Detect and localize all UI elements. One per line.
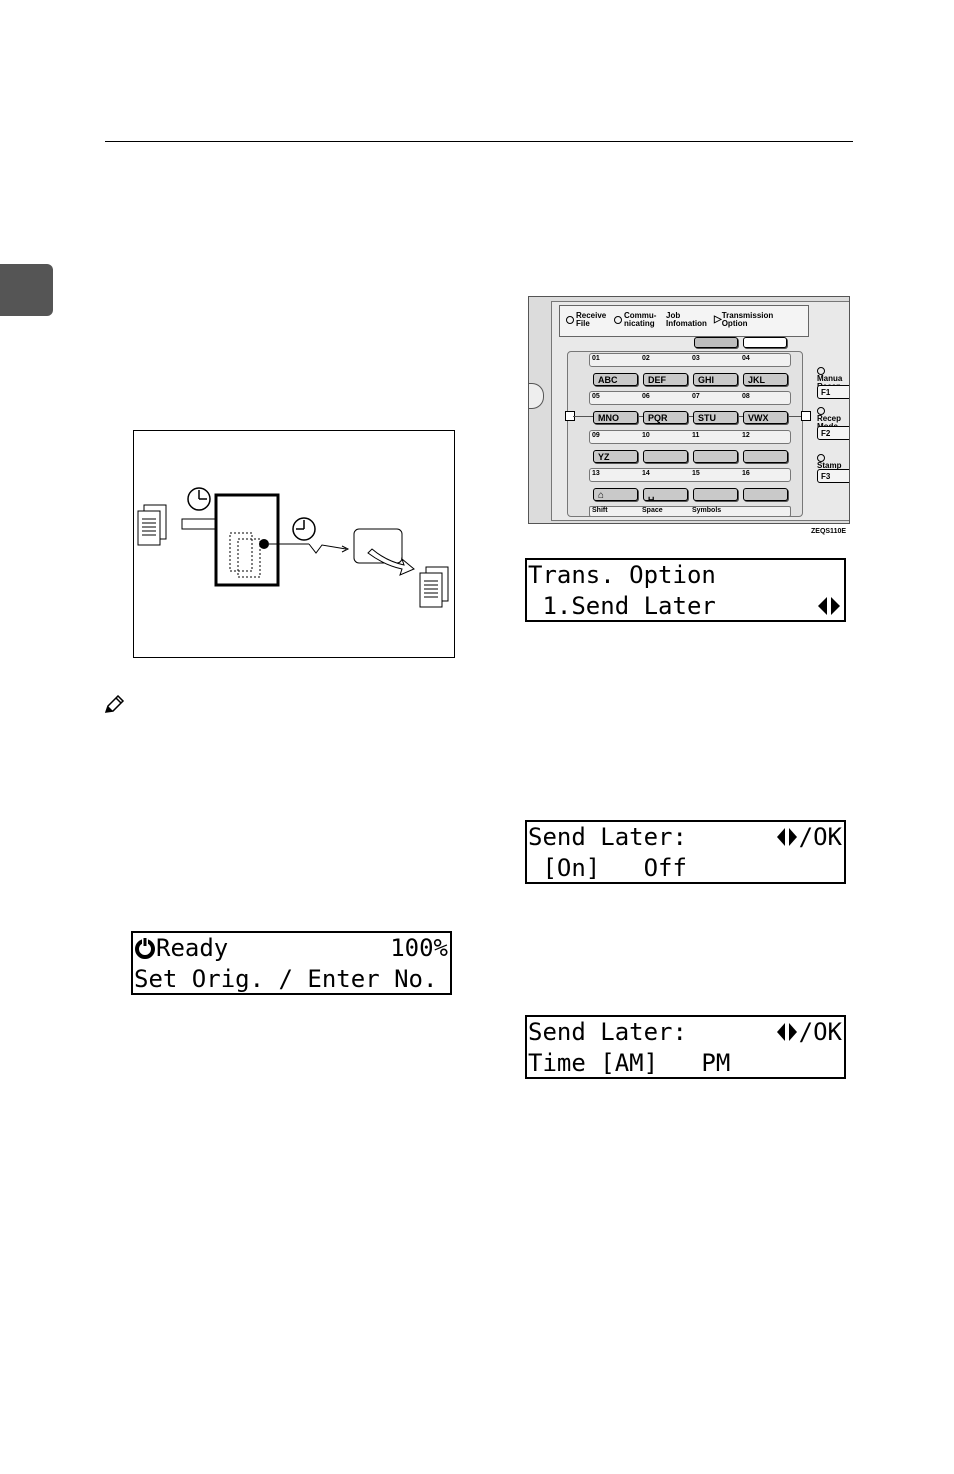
- space-icon: ␣: [648, 490, 655, 501]
- lcd-line1: Send Later:: [528, 1018, 687, 1046]
- quick-dial-key[interactable]: [693, 450, 738, 463]
- lcd-line1: Trans. Option: [528, 561, 716, 589]
- lcd-ready-display: Ready 100% Set Orig. / Enter No.: [131, 931, 452, 995]
- f2-key[interactable]: F2: [817, 426, 849, 440]
- fax-memory-box: [214, 493, 280, 587]
- lcd-send-later-time-display: Send Later: /OK Time [AM] PM: [525, 1015, 846, 1079]
- scroll-arrows-icon: [776, 1023, 797, 1041]
- quick-dial-key[interactable]: JKL: [743, 373, 788, 386]
- quick-dial-key[interactable]: ABC: [593, 373, 638, 386]
- quick-dial-key[interactable]: [643, 450, 688, 463]
- quick-dial-key[interactable]: GHI: [693, 373, 738, 386]
- figure-caption: ZEQS110E: [811, 528, 847, 535]
- bottom-label-row: Shift Space Symbols: [589, 506, 791, 517]
- quick-dial-key[interactable]: DEF: [643, 373, 688, 386]
- lcd-line1: Send Later:: [528, 823, 687, 851]
- quick-dial-key[interactable]: STU: [693, 411, 738, 424]
- lcd-line2: Time [AM] PM: [528, 1049, 731, 1077]
- lcd-send-later-onoff-display: Send Later: /OK [On] Off: [525, 820, 846, 884]
- lcd-line1-right: /OK: [775, 1017, 842, 1048]
- home-icon: ⌂: [598, 490, 605, 501]
- shift-key[interactable]: ⌂: [593, 488, 638, 501]
- lcd-line1: Ready: [134, 933, 228, 964]
- transmission-option-key[interactable]: [743, 337, 787, 348]
- power-ready-icon: [134, 936, 156, 959]
- clock-icon: [292, 517, 316, 541]
- original-document-icon: [137, 504, 167, 546]
- quick-dial-key[interactable]: PQR: [643, 411, 688, 424]
- clock-icon: [187, 487, 211, 511]
- quick-dial-key[interactable]: MNO: [593, 411, 638, 424]
- symbols-key[interactable]: [693, 488, 738, 501]
- send-later-diagram: [133, 430, 455, 658]
- quick-dial-key[interactable]: VWX: [743, 411, 788, 424]
- stamp-label: Stamp: [817, 454, 849, 470]
- scroll-arrows-icon: [816, 591, 842, 620]
- quick-dial-key[interactable]: YZ: [593, 450, 638, 463]
- lcd-line2: [On] Off: [528, 854, 687, 882]
- lcd-line1-right: 100%: [390, 934, 448, 962]
- quick-dial-key[interactable]: [743, 450, 788, 463]
- lcd-line2: Set Orig. / Enter No.: [134, 965, 438, 993]
- lcd-trans-option-display: Trans. Option 1.Send Later: [525, 558, 846, 622]
- destination-fax: [353, 528, 403, 564]
- job-information-key[interactable]: [694, 337, 738, 348]
- diagram-illustration: [137, 487, 449, 608]
- f1-key[interactable]: F1: [817, 385, 849, 399]
- communicating-indicator: Commu-nicating: [614, 312, 656, 328]
- received-document-icon: [419, 566, 449, 608]
- scroll-arrows-icon: [776, 828, 797, 846]
- quick-dial-key[interactable]: [743, 488, 788, 501]
- lcd-line1-right: /OK: [775, 822, 842, 853]
- lcd-line2: 1.Send Later: [528, 592, 716, 620]
- note-pencil-icon: [103, 694, 125, 720]
- chapter-tab: [0, 264, 53, 316]
- header-rule: [105, 141, 853, 142]
- f3-key[interactable]: F3: [817, 469, 849, 483]
- space-key[interactable]: ␣: [643, 488, 688, 501]
